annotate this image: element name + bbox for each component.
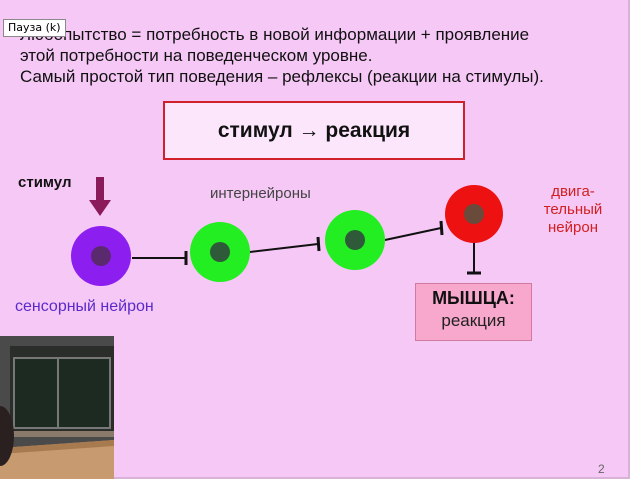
- axons: [132, 220, 481, 275]
- axon-inter1-inter2: [249, 243, 319, 253]
- muscle-reaction: реакция: [441, 311, 506, 330]
- video-thumbnail[interactable]: [0, 336, 114, 479]
- page-number: 2: [598, 462, 605, 476]
- intro-line-1: Любопытство = потребность в новой информ…: [20, 25, 530, 44]
- motor-neuron-label: двига- тельный нейрон: [543, 183, 603, 236]
- interneuron-1: [190, 222, 250, 282]
- muscle-title: МЫШЦА:: [432, 288, 515, 308]
- box-text: стимул → реакция: [217, 118, 411, 142]
- classroom-scene: [0, 336, 114, 479]
- pause-tooltip: Пауза (k): [3, 19, 66, 37]
- motor-neuron: [445, 185, 503, 243]
- interneuron-2: [325, 210, 385, 270]
- sensory-neuron: [71, 226, 131, 286]
- intro-line-3: Самый простой тип поведения – рефлексы (…: [20, 67, 544, 86]
- stimulus-arrow: [89, 177, 111, 216]
- intro-text: Любопытство = потребность в новой информ…: [20, 24, 620, 87]
- intro-line-2: этой потребности на поведенческом уровне…: [20, 46, 373, 65]
- sensory-neuron-label: сенсорный нейрон: [15, 298, 154, 315]
- interneurons-label: интернейроны: [210, 185, 311, 202]
- stimulus-reaction-box: стимул → реакция: [163, 101, 465, 160]
- axon-inter2-motor: [384, 227, 442, 241]
- muscle-box: МЫШЦА: реакция: [415, 283, 532, 341]
- stimulus-label: стимул: [18, 174, 72, 191]
